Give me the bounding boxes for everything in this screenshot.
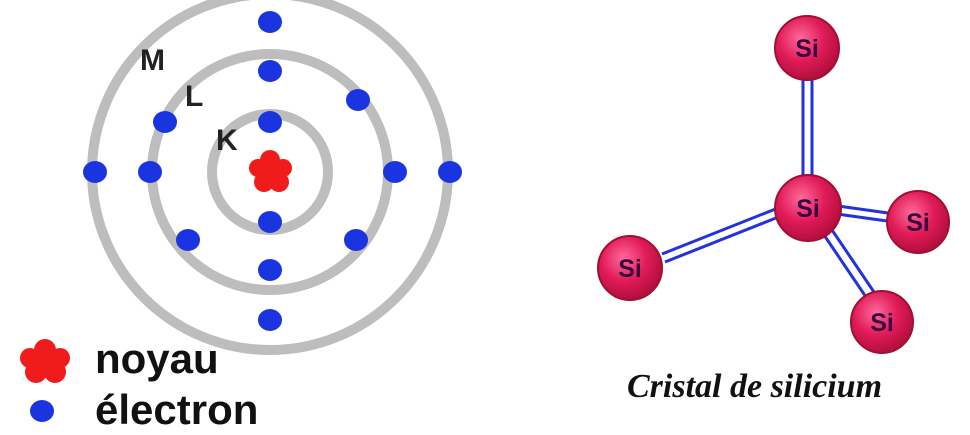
shell-l-electrons: [138, 60, 407, 281]
electron: [138, 161, 162, 183]
si-atom-top: Si: [774, 15, 840, 81]
electron: [258, 259, 282, 281]
electron: [258, 60, 282, 82]
bohr-atom-model: M L K: [83, 0, 462, 355]
si-atom-right-label: Si: [906, 209, 930, 237]
electron: [258, 211, 282, 233]
electron: [346, 89, 370, 111]
bond-right: [836, 204, 889, 223]
si-atom-right: Si: [886, 190, 950, 254]
electron: [258, 309, 282, 331]
electron: [258, 11, 282, 33]
shell-m-electrons: [83, 11, 462, 331]
si-atom-center-label: Si: [796, 195, 820, 223]
silicon-crystal: Si Si Si Si Si Cristal de silicium: [597, 15, 950, 405]
nucleus-icon: [249, 150, 292, 192]
shell-label-k: K: [216, 124, 238, 157]
si-atom-top-label: Si: [795, 35, 819, 63]
bond-bottom: [820, 226, 878, 301]
si-atom-left-label: Si: [618, 255, 642, 283]
electron: [344, 229, 368, 251]
si-atom-bottom-label: Si: [870, 309, 894, 337]
electron: [383, 161, 407, 183]
legend-electron-label: électron: [95, 386, 258, 430]
electron: [153, 111, 177, 133]
electron: [176, 229, 200, 251]
electron: [258, 111, 282, 133]
bond-top: [801, 78, 814, 180]
shell-label-l: L: [185, 80, 203, 113]
si-atom-center: Si: [774, 174, 842, 242]
electron-legend-icon: [30, 400, 54, 422]
crystal-caption: Cristal de silicium: [627, 368, 882, 405]
electron: [438, 161, 462, 183]
shell-label-m: M: [140, 44, 165, 77]
shell-k-electrons: [258, 111, 282, 233]
electron: [83, 161, 107, 183]
si-atom-left: Si: [597, 235, 663, 301]
legend-nucleus-label: noyau: [95, 335, 219, 382]
si-atom-bottom: Si: [850, 290, 914, 354]
legend: noyau électron: [20, 335, 258, 433]
nucleus-legend-icon: [20, 339, 70, 383]
bond-left: [661, 206, 782, 264]
